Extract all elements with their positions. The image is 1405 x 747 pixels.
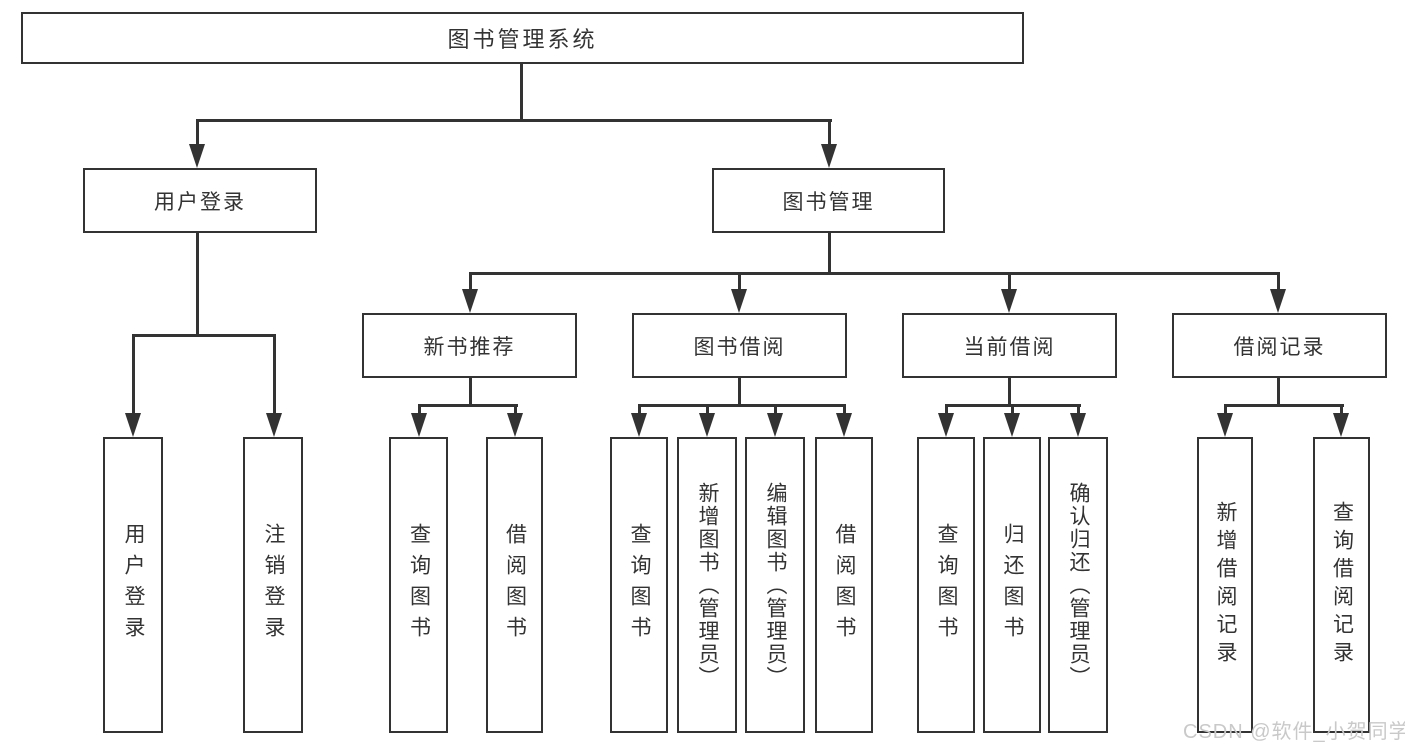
connector-vline — [774, 404, 777, 415]
node-book-management: 图书管理 — [712, 168, 945, 233]
connector-arrow-down — [266, 413, 282, 437]
connector-vline — [1224, 404, 1227, 415]
connector-vline — [843, 404, 846, 415]
connector-arrow-down — [1001, 289, 1017, 313]
connector-vline — [132, 334, 135, 416]
connector-vline — [273, 334, 276, 416]
connector-arrow-down — [411, 413, 427, 437]
connector-hline — [418, 404, 518, 407]
connector-arrow-down — [821, 144, 837, 168]
connector-hline — [469, 272, 1280, 275]
node-borrow-records: 借阅记录 — [1172, 313, 1387, 378]
connector-vline — [1011, 404, 1014, 415]
connector-arrow-down — [125, 413, 141, 437]
connector-vline — [1340, 404, 1343, 415]
connector-arrow-down — [699, 413, 715, 437]
connector-arrow-down — [1217, 413, 1233, 437]
node-library-system: 图书管理系统 — [21, 12, 1024, 64]
connector-hline — [132, 334, 276, 337]
connector-vline — [738, 378, 741, 407]
leaf-cb-confirm-return-admin: 确认归还（管理员） — [1048, 437, 1108, 733]
leaf-nbr-borrow-books: 借阅图书 — [486, 437, 543, 733]
leaf-bb-edit-book-admin: 编辑图书（管理员） — [745, 437, 805, 733]
connector-vline — [1077, 404, 1080, 415]
connector-vline — [738, 272, 741, 291]
connector-vline — [418, 404, 421, 415]
leaf-cb-query-books: 查询图书 — [917, 437, 975, 733]
connector-hline — [638, 404, 846, 407]
node-book-borrowing: 图书借阅 — [632, 313, 847, 378]
connector-arrow-down — [836, 413, 852, 437]
connector-hline — [1224, 404, 1344, 407]
connector-vline — [1277, 378, 1280, 407]
connector-arrow-down — [1070, 413, 1086, 437]
connector-vline — [1008, 378, 1011, 407]
connector-arrow-down — [631, 413, 647, 437]
connector-vline — [1008, 272, 1011, 291]
node-user-login: 用户登录 — [83, 168, 317, 233]
leaf-bb-add-book-admin: 新增图书（管理员） — [677, 437, 737, 733]
leaf-user-login: 用户登录 — [103, 437, 163, 733]
connector-vline — [828, 233, 831, 274]
leaf-nbr-query-books: 查询图书 — [389, 437, 448, 733]
connector-vline — [828, 119, 831, 147]
connector-arrow-down — [731, 289, 747, 313]
connector-hline — [196, 119, 832, 122]
leaf-bb-borrow-books: 借阅图书 — [815, 437, 873, 733]
connector-arrow-down — [507, 413, 523, 437]
connector-vline — [469, 272, 472, 291]
leaf-logout: 注销登录 — [243, 437, 303, 733]
leaf-br-query-record: 查询借阅记录 — [1313, 437, 1370, 733]
leaf-bb-query-books: 查询图书 — [610, 437, 668, 733]
connector-vline — [706, 404, 709, 415]
connector-vline — [1277, 272, 1280, 291]
connector-vline — [520, 64, 523, 121]
connector-vline — [469, 378, 472, 407]
connector-arrow-down — [462, 289, 478, 313]
connector-arrow-down — [1004, 413, 1020, 437]
leaf-br-add-record: 新增借阅记录 — [1197, 437, 1253, 733]
leaf-cb-return-books: 归还图书 — [983, 437, 1041, 733]
connector-arrow-down — [767, 413, 783, 437]
node-new-book-recommend: 新书推荐 — [362, 313, 577, 378]
connector-vline — [514, 404, 517, 415]
connector-arrow-down — [1333, 413, 1349, 437]
connector-vline — [638, 404, 641, 415]
csdn-watermark: CSDN @软件_小贺同学 — [1183, 721, 1405, 743]
connector-arrow-down — [938, 413, 954, 437]
connector-vline — [945, 404, 948, 415]
node-current-borrowing: 当前借阅 — [902, 313, 1117, 378]
connector-vline — [196, 233, 199, 336]
connector-arrow-down — [189, 144, 205, 168]
connector-vline — [196, 119, 199, 147]
connector-arrow-down — [1270, 289, 1286, 313]
